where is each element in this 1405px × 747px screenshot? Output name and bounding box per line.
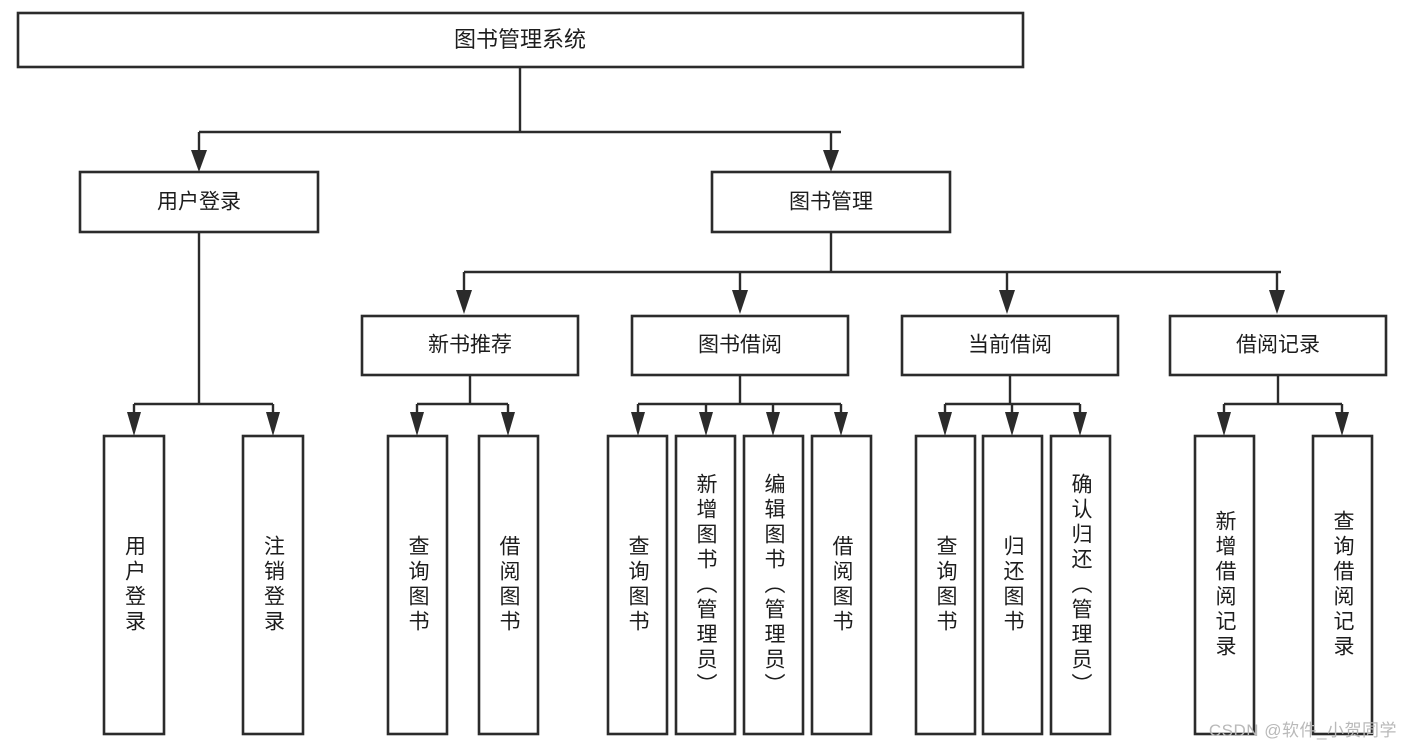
leaf-box-return-book[interactable] [981,434,1044,736]
arrowhead-new-book [456,290,472,314]
arrowhead-leaf-logout [266,412,280,436]
leaf-box-user-login[interactable] [102,434,166,736]
leaf-box-query-book-1[interactable] [386,434,449,736]
node-new-book-recommend[interactable]: 新书推荐 [360,314,580,377]
node-user-login-label: 用户登录 [157,191,241,214]
connector-group-new-book-leaves [410,375,515,436]
leaf-box-borrow-book-2[interactable] [810,434,873,736]
leaf-box-add-book[interactable] [674,434,737,736]
node-root[interactable]: 图书管理系统 [16,11,1025,69]
node-user-login[interactable]: 用户登录 [78,170,320,234]
leaf-group-book-borrow [606,434,873,736]
arrowhead-leaf-query-book-2 [631,412,645,436]
arrowhead-book-manage [823,150,839,172]
node-book-manage-box[interactable] [710,170,952,234]
leaf-box-confirm-return[interactable] [1049,434,1112,736]
arrowhead-leaf-borrow-book-2 [834,412,848,436]
node-current-borrow-label: 当前借阅 [968,334,1052,357]
arrowhead-book-borrow [732,290,748,314]
arrowhead-leaf-confirm-return [1073,412,1087,436]
arrowhead-leaf-add-record [1217,412,1231,436]
arrowhead-leaf-user-login [127,412,141,436]
node-root-box[interactable] [16,11,1025,69]
node-book-manage-label: 图书管理 [789,191,873,214]
leaf-group-borrow-record [1193,434,1374,736]
arrowhead-leaf-borrow-book-1 [501,412,515,436]
leaf-box-edit-book[interactable] [742,434,805,736]
leaf-box-add-record[interactable] [1193,434,1256,736]
node-book-borrow-label: 图书借阅 [698,334,782,357]
connector-group-book-manage-to-level3 [456,232,1285,314]
node-borrow-record[interactable]: 借阅记录 [1168,314,1388,377]
connector-group-book-borrow-leaves [631,375,848,436]
node-book-borrow-box[interactable] [630,314,850,377]
arrowhead-leaf-query-book-3 [938,412,952,436]
node-borrow-record-label: 借阅记录 [1236,334,1320,357]
leaf-group-user-login [102,434,305,736]
node-root-label: 图书管理系统 [454,27,586,52]
leaf-box-query-book-3[interactable] [914,434,977,736]
node-new-book-recommend-box[interactable] [360,314,580,377]
node-book-manage[interactable]: 图书管理 [710,170,952,234]
leaf-box-query-record[interactable] [1311,434,1374,736]
leaf-box-query-book-2[interactable] [606,434,669,736]
leaf-group-new-book-recommend [386,434,540,736]
leaf-group-current-borrow [914,434,1112,736]
leaf-box-logout[interactable] [241,434,305,736]
arrowhead-borrow-record [1269,290,1285,314]
arrowhead-leaf-return-book [1005,412,1019,436]
leaf-box-borrow-book-1[interactable] [477,434,540,736]
node-borrow-record-box[interactable] [1168,314,1388,377]
arrowhead-user-login [191,150,207,172]
node-new-book-recommend-label: 新书推荐 [428,334,512,357]
arrowhead-leaf-edit-book [766,412,780,436]
node-current-borrow[interactable]: 当前借阅 [900,314,1120,377]
connector-group-user-login-leaves [127,232,280,436]
connector-group-current-borrow-leaves [938,375,1087,436]
csdn-watermark: CSDN @软件_小贺同学 [1208,721,1397,740]
node-user-login-box[interactable] [78,170,320,234]
arrowhead-leaf-add-book [699,412,713,436]
connector-group-borrow-record-leaves [1217,375,1349,436]
node-current-borrow-box[interactable] [900,314,1120,377]
node-book-borrow[interactable]: 图书借阅 [630,314,850,377]
arrowhead-current-borrow [999,290,1015,314]
connector-group-root-to-level2 [191,67,841,172]
arrowhead-leaf-query-book-1 [410,412,424,436]
arrowhead-leaf-query-record [1335,412,1349,436]
